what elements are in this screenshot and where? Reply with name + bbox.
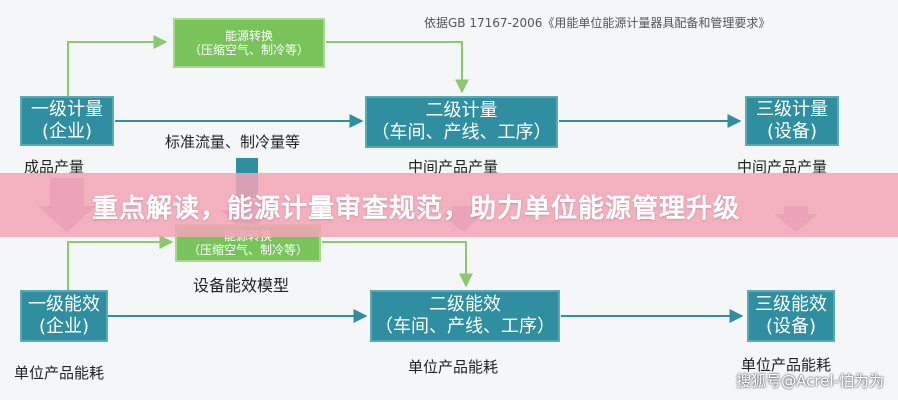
- bottom-label-level1: 单位产品能耗: [14, 364, 105, 382]
- reference-standard: 依据GB 17167-2006《用能单位能源计量器具配备和管理要求》: [424, 16, 771, 30]
- top-level2-subtitle: （车间、产线、工序）: [371, 122, 552, 143]
- top-level2-box: 二级计量 （车间、产线、工序）: [365, 96, 558, 148]
- top-label-level3: 中间产品产量: [737, 158, 828, 176]
- top-level3-box: 三级计量 (设备): [745, 96, 839, 146]
- top-label-level1: 成品产量: [24, 158, 85, 176]
- top-level3-title: 三级计量: [756, 99, 828, 121]
- headline-text: 重点解读，能源计量审查规范，助力单位能源管理升级: [92, 194, 741, 224]
- bottom-conversion-subtitle: （压缩空气、制冷等）: [187, 243, 308, 257]
- connector-bottom-l1-to-conversion: [67, 235, 174, 290]
- bottom-level1-subtitle: (企业): [38, 316, 90, 337]
- headline-banner: [0, 173, 898, 237]
- top-label-level2: 中间产品产量: [408, 158, 499, 176]
- top-conversion-subtitle: （压缩空气、制冷等）: [188, 43, 309, 57]
- bottom-level2-title: 二级能效: [429, 294, 501, 316]
- bottom-level1-box: 一级能效 (企业): [20, 290, 108, 342]
- bottom-label-level2: 单位产品能耗: [408, 358, 499, 376]
- bottom-model-label: 设备能效模型: [193, 276, 290, 295]
- bottom-level2-subtitle: （车间、产线、工序）: [375, 316, 555, 337]
- bottom-level1-title: 一级能效: [28, 294, 100, 316]
- top-conversion-title: 能源转换: [224, 28, 273, 43]
- connector-bottom-conversion-to-l2: [322, 241, 473, 288]
- top-level1-title: 一级计量: [31, 99, 103, 121]
- bottom-label-level3: 单位产品能耗: [741, 356, 832, 374]
- connector-top-l1-to-conversion: [67, 35, 168, 96]
- bottom-level3-box: 三级能效 (设备): [747, 290, 835, 342]
- top-level3-subtitle: (设备): [766, 121, 818, 142]
- top-conversion-box: 能源转换 （压缩空气、制冷等）: [173, 18, 325, 68]
- top-level1-subtitle: (企业): [41, 121, 93, 142]
- bottom-level2-box: 二级能效 （车间、产线、工序）: [370, 290, 560, 342]
- bottom-level3-title: 三级能效: [755, 294, 827, 316]
- top-level2-title: 二级计量: [425, 100, 498, 122]
- top-flow-label: 标准流量、制冷量等: [165, 133, 301, 151]
- watermark: 搜狐号@Acrel-怕为为: [736, 372, 884, 390]
- top-level1-box: 一级计量 (企业): [20, 96, 114, 146]
- connector-top-conversion-to-l2: [326, 41, 469, 94]
- bottom-level3-subtitle: (设备): [765, 316, 817, 337]
